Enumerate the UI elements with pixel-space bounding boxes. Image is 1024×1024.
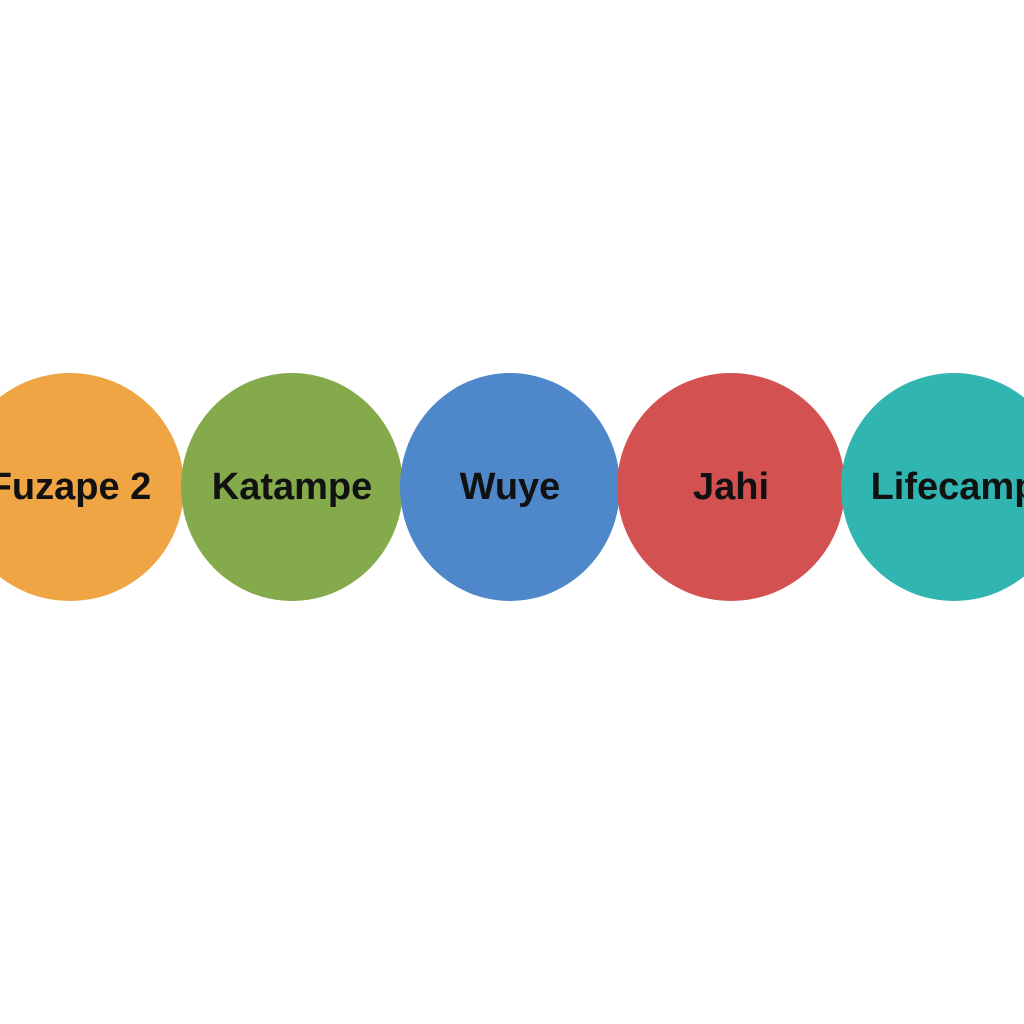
node-label-3: Wuye — [459, 465, 561, 508]
node-circle-2: Katampe — [181, 373, 403, 601]
node-circle-3: Wuye — [400, 373, 620, 601]
node-label-5: Lifecamp — [870, 465, 1024, 508]
node-label-1: Fuzape 2 — [0, 465, 152, 508]
node-label-2: Katampe — [211, 465, 373, 508]
node-circle-4: Jahi — [617, 373, 845, 601]
node-circle-5: Lifecamp — [841, 373, 1024, 601]
node-circle-1: Fuzape 2 — [0, 373, 184, 601]
node-label-4: Jahi — [692, 465, 770, 508]
